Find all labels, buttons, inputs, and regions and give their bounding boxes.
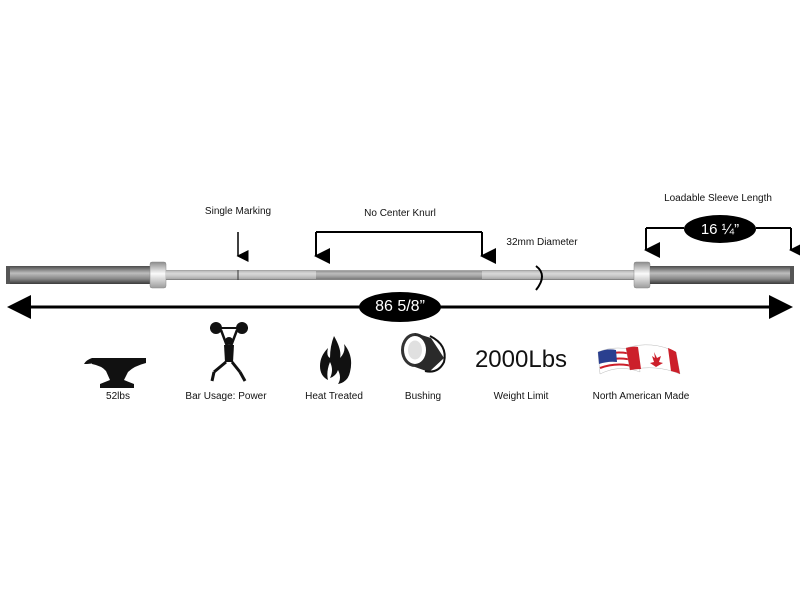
total-length-value: 86 5/8” bbox=[359, 292, 441, 322]
feature-label-weight-limit: Weight Limit bbox=[493, 391, 549, 402]
feature-label-heat-treated: Heat Treated bbox=[305, 391, 363, 402]
left-collar bbox=[149, 261, 167, 289]
no-center-knurl-label: No Center Knurl bbox=[364, 208, 436, 219]
us-canada-flag-icon bbox=[597, 344, 681, 375]
sleeve-length-value: 16 ¼” bbox=[684, 215, 756, 243]
feature-label-bar-usage: Bar Usage: Power bbox=[185, 391, 267, 402]
anvil-icon bbox=[84, 358, 146, 388]
knurl-zone-left bbox=[166, 271, 316, 279]
weight-limit-value: 2000Lbs bbox=[474, 346, 568, 373]
left-end-cap bbox=[6, 266, 10, 284]
no-center-knurl-bracket bbox=[314, 231, 496, 264]
feature-label-weight: 52lbs bbox=[106, 391, 130, 402]
knurl-zone-right bbox=[482, 271, 634, 279]
feature-label-bushing: Bushing bbox=[404, 391, 442, 402]
bushing-icon bbox=[401, 333, 446, 373]
sleeve-length-bracket bbox=[644, 227, 800, 258]
right-sleeve bbox=[650, 266, 792, 284]
right-end-cap bbox=[790, 266, 794, 284]
right-collar bbox=[633, 261, 651, 289]
sleeve-length-label: Loadable Sleeve Length bbox=[664, 193, 772, 204]
bar-shaft bbox=[166, 270, 634, 280]
left-sleeve bbox=[8, 266, 152, 284]
feature-label-origin: North American Made bbox=[592, 391, 690, 402]
single-marking-label: Single Marking bbox=[204, 206, 272, 217]
center-smooth-zone bbox=[316, 271, 482, 279]
diameter-label: 32mm Diameter bbox=[506, 237, 578, 248]
diameter-arc bbox=[535, 265, 543, 291]
weightlifter-icon bbox=[210, 322, 248, 382]
flame-icon bbox=[320, 336, 352, 384]
